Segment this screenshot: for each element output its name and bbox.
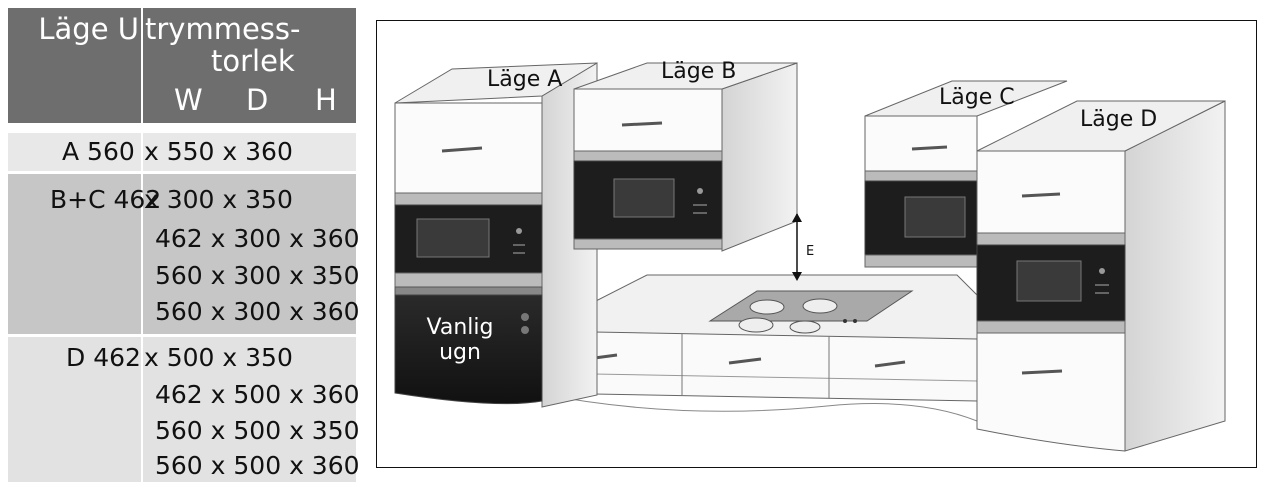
header-cell-dimensions: trymmess- torlek W D H bbox=[143, 8, 356, 123]
header-dimension-title-line2: torlek bbox=[211, 44, 295, 78]
dimension-table: Läge U trymmess- torlek W D H A 560 x 55… bbox=[8, 8, 360, 482]
label-position-b: Läge B bbox=[661, 59, 737, 84]
row-d-dims-3: 560 x 500 x 350 bbox=[155, 416, 360, 445]
worktop bbox=[535, 274, 978, 340]
row-bc-label: B+C 462 bbox=[50, 185, 162, 214]
distance-e-arrow bbox=[792, 213, 802, 281]
wall-unit-c bbox=[864, 80, 1068, 268]
row-d-dims-1: x 500 x 350 bbox=[144, 343, 293, 372]
row-a-label: A 560 bbox=[62, 137, 135, 166]
table-row-a: A 560 x 550 x 360 bbox=[8, 133, 356, 171]
row-a-dims: x 550 x 360 bbox=[144, 137, 293, 166]
oven-label-line1: Vanlig bbox=[426, 315, 494, 340]
row-d-dims-2: 462 x 500 x 360 bbox=[155, 380, 360, 409]
kitchen-diagram: Läge A Läge B Läge C Läge D E Vanlig ugn bbox=[376, 20, 1257, 468]
row-d-label: D 462 bbox=[66, 343, 141, 372]
row-d-dims-4: 560 x 500 x 360 bbox=[155, 451, 360, 480]
label-position-c: Läge C bbox=[939, 85, 1015, 110]
header-col-h: H bbox=[315, 83, 337, 117]
header-position-title: Läge U bbox=[38, 12, 139, 46]
header-cell-position: Läge U bbox=[8, 8, 141, 123]
header-dimension-title-line1: trymmess- bbox=[145, 12, 301, 46]
row-bc-dims-3: 560 x 300 x 350 bbox=[155, 261, 360, 290]
row-bc-dims-1: x 300 x 350 bbox=[144, 185, 293, 214]
row-bc-dims-4: 560 x 300 x 360 bbox=[155, 297, 360, 326]
base-drawers bbox=[536, 330, 978, 422]
tall-unit-a bbox=[394, 62, 598, 408]
row-bc-dims-2: 462 x 300 x 360 bbox=[155, 224, 360, 253]
header-col-d: D bbox=[246, 83, 269, 117]
kitchen-illustration bbox=[394, 62, 1226, 452]
label-position-a: Läge A bbox=[487, 67, 563, 92]
header-col-w: W bbox=[174, 83, 203, 117]
tall-unit-d bbox=[976, 100, 1226, 452]
oven-label-line2: ugn bbox=[439, 340, 481, 365]
label-distance-e: E bbox=[806, 244, 815, 259]
table-row-d: D 462 x 500 x 350 462 x 500 x 360 560 x … bbox=[8, 337, 360, 482]
table-row-bc: B+C 462 x 300 x 350 462 x 300 x 360 560 … bbox=[8, 174, 360, 334]
label-regular-oven: Vanlig ugn bbox=[415, 315, 505, 365]
wall-unit-b bbox=[573, 62, 798, 252]
label-position-d: Läge D bbox=[1080, 107, 1158, 132]
